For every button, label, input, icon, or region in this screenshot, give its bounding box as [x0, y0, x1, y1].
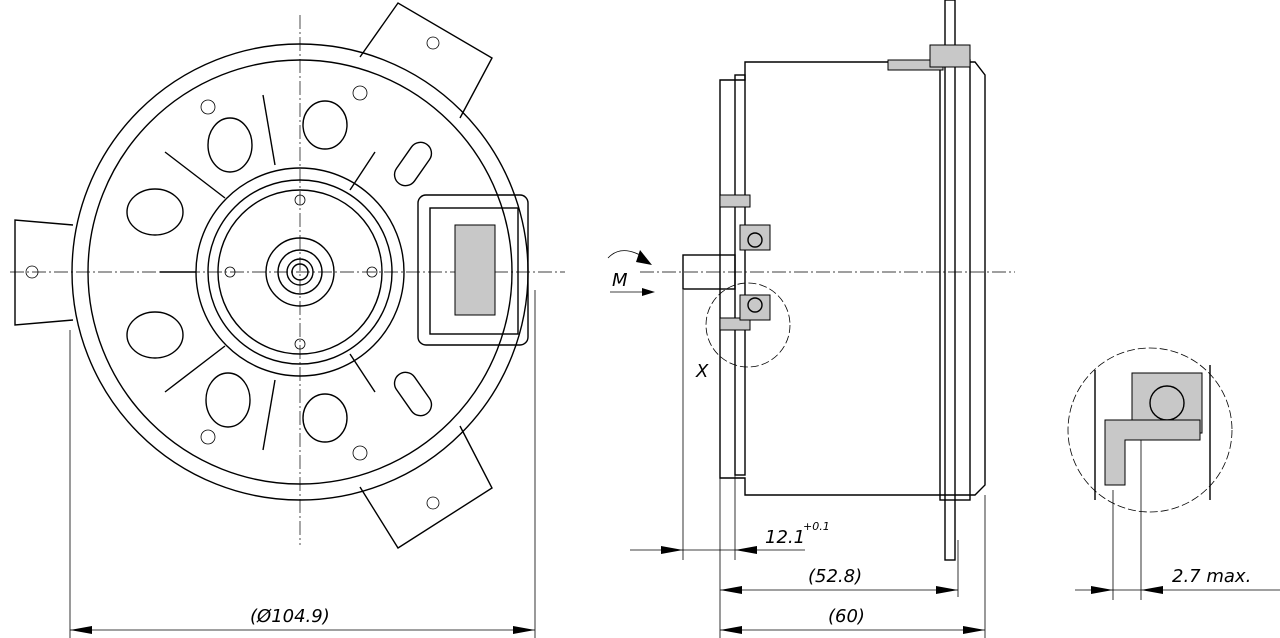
diameter-dimension: (Ø104.9): [250, 606, 330, 627]
detail-x: 2.7 max.: [1067, 347, 1280, 600]
front-view: (Ø104.9): [10, 2, 565, 638]
total-length-dimension: (60): [828, 606, 865, 627]
detail-circle: [705, 282, 791, 368]
shaft-offset-dimension: 12.1: [765, 527, 805, 548]
connector: [417, 194, 529, 346]
side-view: X M 12.1 +0.1 (52.8) (60): [607, 0, 1015, 638]
detail-label: X: [695, 361, 709, 382]
shaft-stub: [682, 254, 736, 290]
shaft: [286, 258, 314, 286]
seal-gap-dimension: 2.7 max.: [1172, 566, 1251, 587]
body-length-dimension: (52.8): [808, 566, 862, 587]
shaft-offset-tolerance: +0.1: [803, 520, 830, 533]
torque-label: M: [612, 270, 628, 291]
flange: [944, 0, 956, 561]
motor-housing: [719, 61, 986, 496]
